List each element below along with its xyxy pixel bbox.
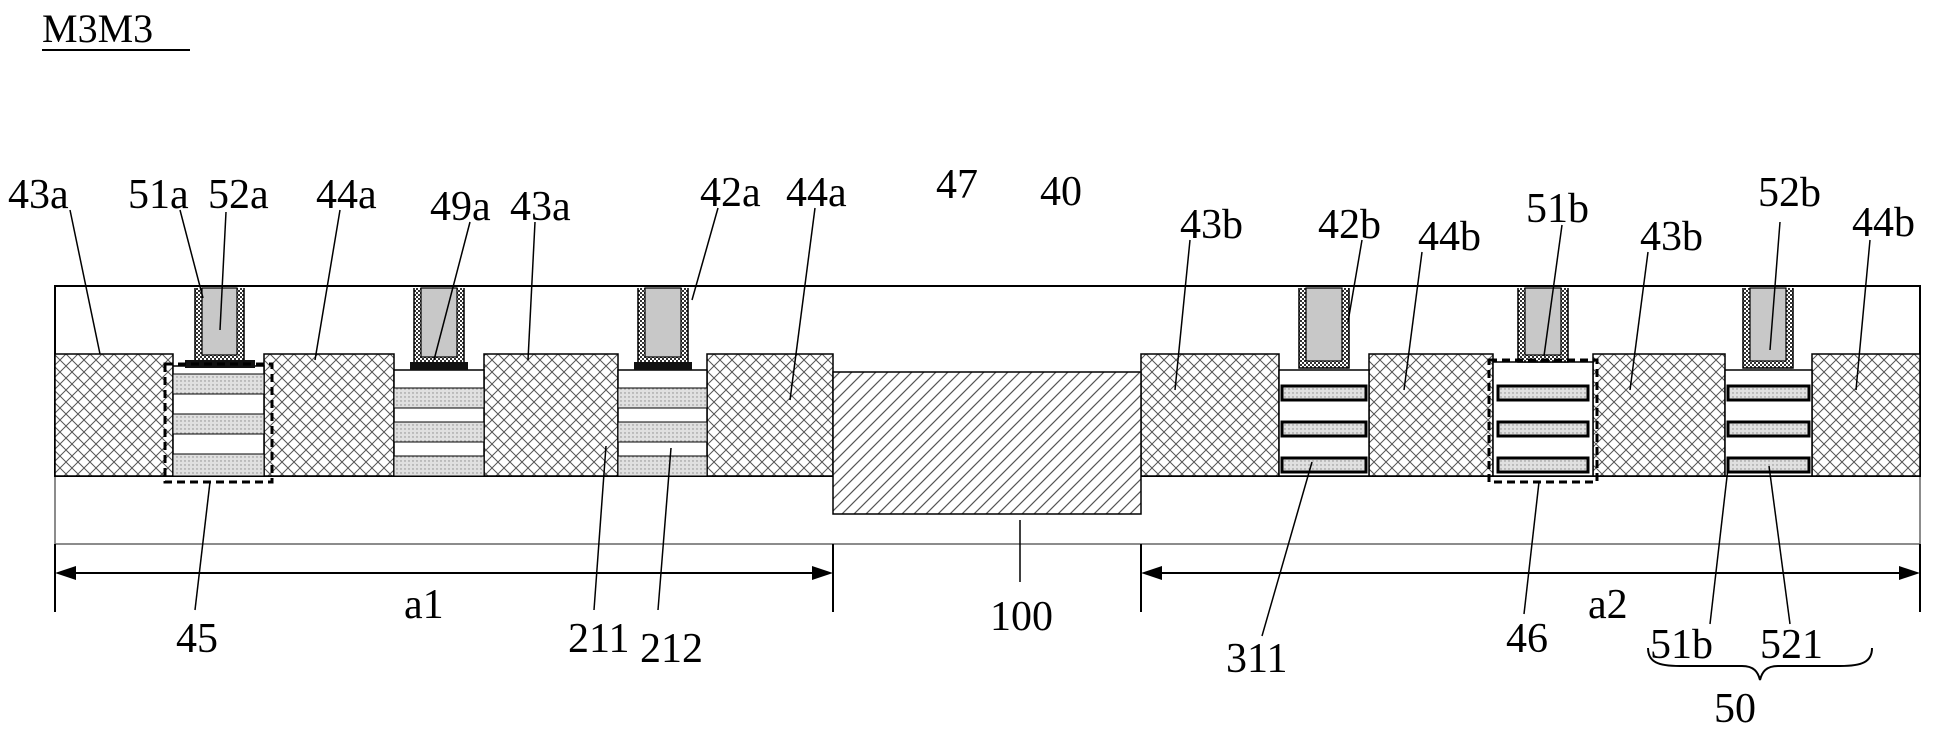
sheet [172, 413, 265, 435]
dashed-box-46 [1487, 358, 1599, 484]
sheet [1280, 420, 1368, 438]
sheet [1280, 384, 1368, 402]
label-43b-2: 43b [1640, 214, 1703, 260]
sheet [172, 373, 265, 395]
label-44b-2: 44b [1852, 200, 1915, 246]
label-521: 521 [1760, 622, 1823, 668]
sheet [1726, 456, 1811, 474]
label-43a-mid: 43a [510, 184, 571, 230]
label-43a-left: 43a [8, 172, 69, 218]
sheet [1726, 384, 1811, 402]
block-43a-left [54, 353, 174, 477]
isolation-region-40 [832, 371, 1142, 515]
label-51b-bottom: 51b [1650, 622, 1713, 668]
label-a1: a1 [404, 582, 444, 628]
block-44a-1 [263, 353, 395, 477]
gate-fill [644, 287, 682, 358]
sheet [1496, 456, 1590, 474]
channel-stacks-a [172, 365, 708, 477]
block-44b-1 [1368, 353, 1494, 477]
label-50: 50 [1714, 686, 1756, 731]
labels: 43a 51a 52a 44a 49a 43a 42a 44a 47 40 43… [8, 162, 1915, 731]
gate-fill [1749, 287, 1787, 362]
label-45: 45 [176, 616, 218, 662]
block-44a-2 [706, 353, 834, 477]
sheet [393, 455, 485, 477]
gate-fill [1305, 287, 1343, 362]
sheet [172, 453, 265, 477]
label-52a: 52a [208, 172, 269, 218]
sheet [1280, 456, 1368, 474]
gate-fill [201, 287, 238, 356]
label-43b-1: 43b [1180, 202, 1243, 248]
label-a2: a2 [1588, 582, 1628, 628]
label-44a-1: 44a [316, 172, 377, 218]
gate-fill [420, 287, 458, 358]
figure-title: M3M3 [42, 6, 153, 51]
label-311: 311 [1226, 636, 1287, 682]
sheet [393, 387, 485, 409]
channel-stacks-b [1278, 361, 1813, 477]
gate-fill [1524, 287, 1562, 356]
block-43b-1 [1140, 353, 1280, 477]
label-211: 211 [568, 616, 629, 662]
label-51a: 51a [128, 172, 189, 218]
label-100: 100 [990, 594, 1053, 640]
leader-lines [69, 207, 1871, 637]
sheet [1496, 384, 1590, 402]
brace-50 [1647, 647, 1873, 681]
gate-contacts [185, 287, 1794, 370]
label-44a-2: 44a [786, 170, 847, 216]
contact-base [410, 362, 468, 370]
label-42a: 42a [700, 170, 761, 216]
dimension-a2 [1140, 544, 1921, 612]
label-212: 212 [640, 626, 703, 672]
sheet [617, 387, 708, 409]
label-49a: 49a [430, 184, 491, 230]
label-47: 47 [936, 162, 978, 208]
sheet [617, 455, 708, 477]
contact-base [634, 362, 692, 370]
block-43b-2 [1592, 353, 1726, 477]
block-44b-2 [1811, 353, 1921, 477]
dimension-a1 [54, 544, 834, 612]
label-46: 46 [1506, 616, 1548, 662]
sheet [617, 421, 708, 443]
label-42b: 42b [1318, 202, 1381, 248]
crosshatch-blocks [54, 353, 1921, 477]
label-40: 40 [1040, 169, 1082, 215]
sheet [1496, 420, 1590, 438]
dashed-box-45 [163, 362, 274, 484]
label-51b-top: 51b [1526, 186, 1589, 232]
label-44b-1: 44b [1418, 214, 1481, 260]
block-43a-mid [483, 353, 619, 477]
sheet [393, 421, 485, 443]
label-52b: 52b [1758, 170, 1821, 216]
sheet [1726, 420, 1811, 438]
